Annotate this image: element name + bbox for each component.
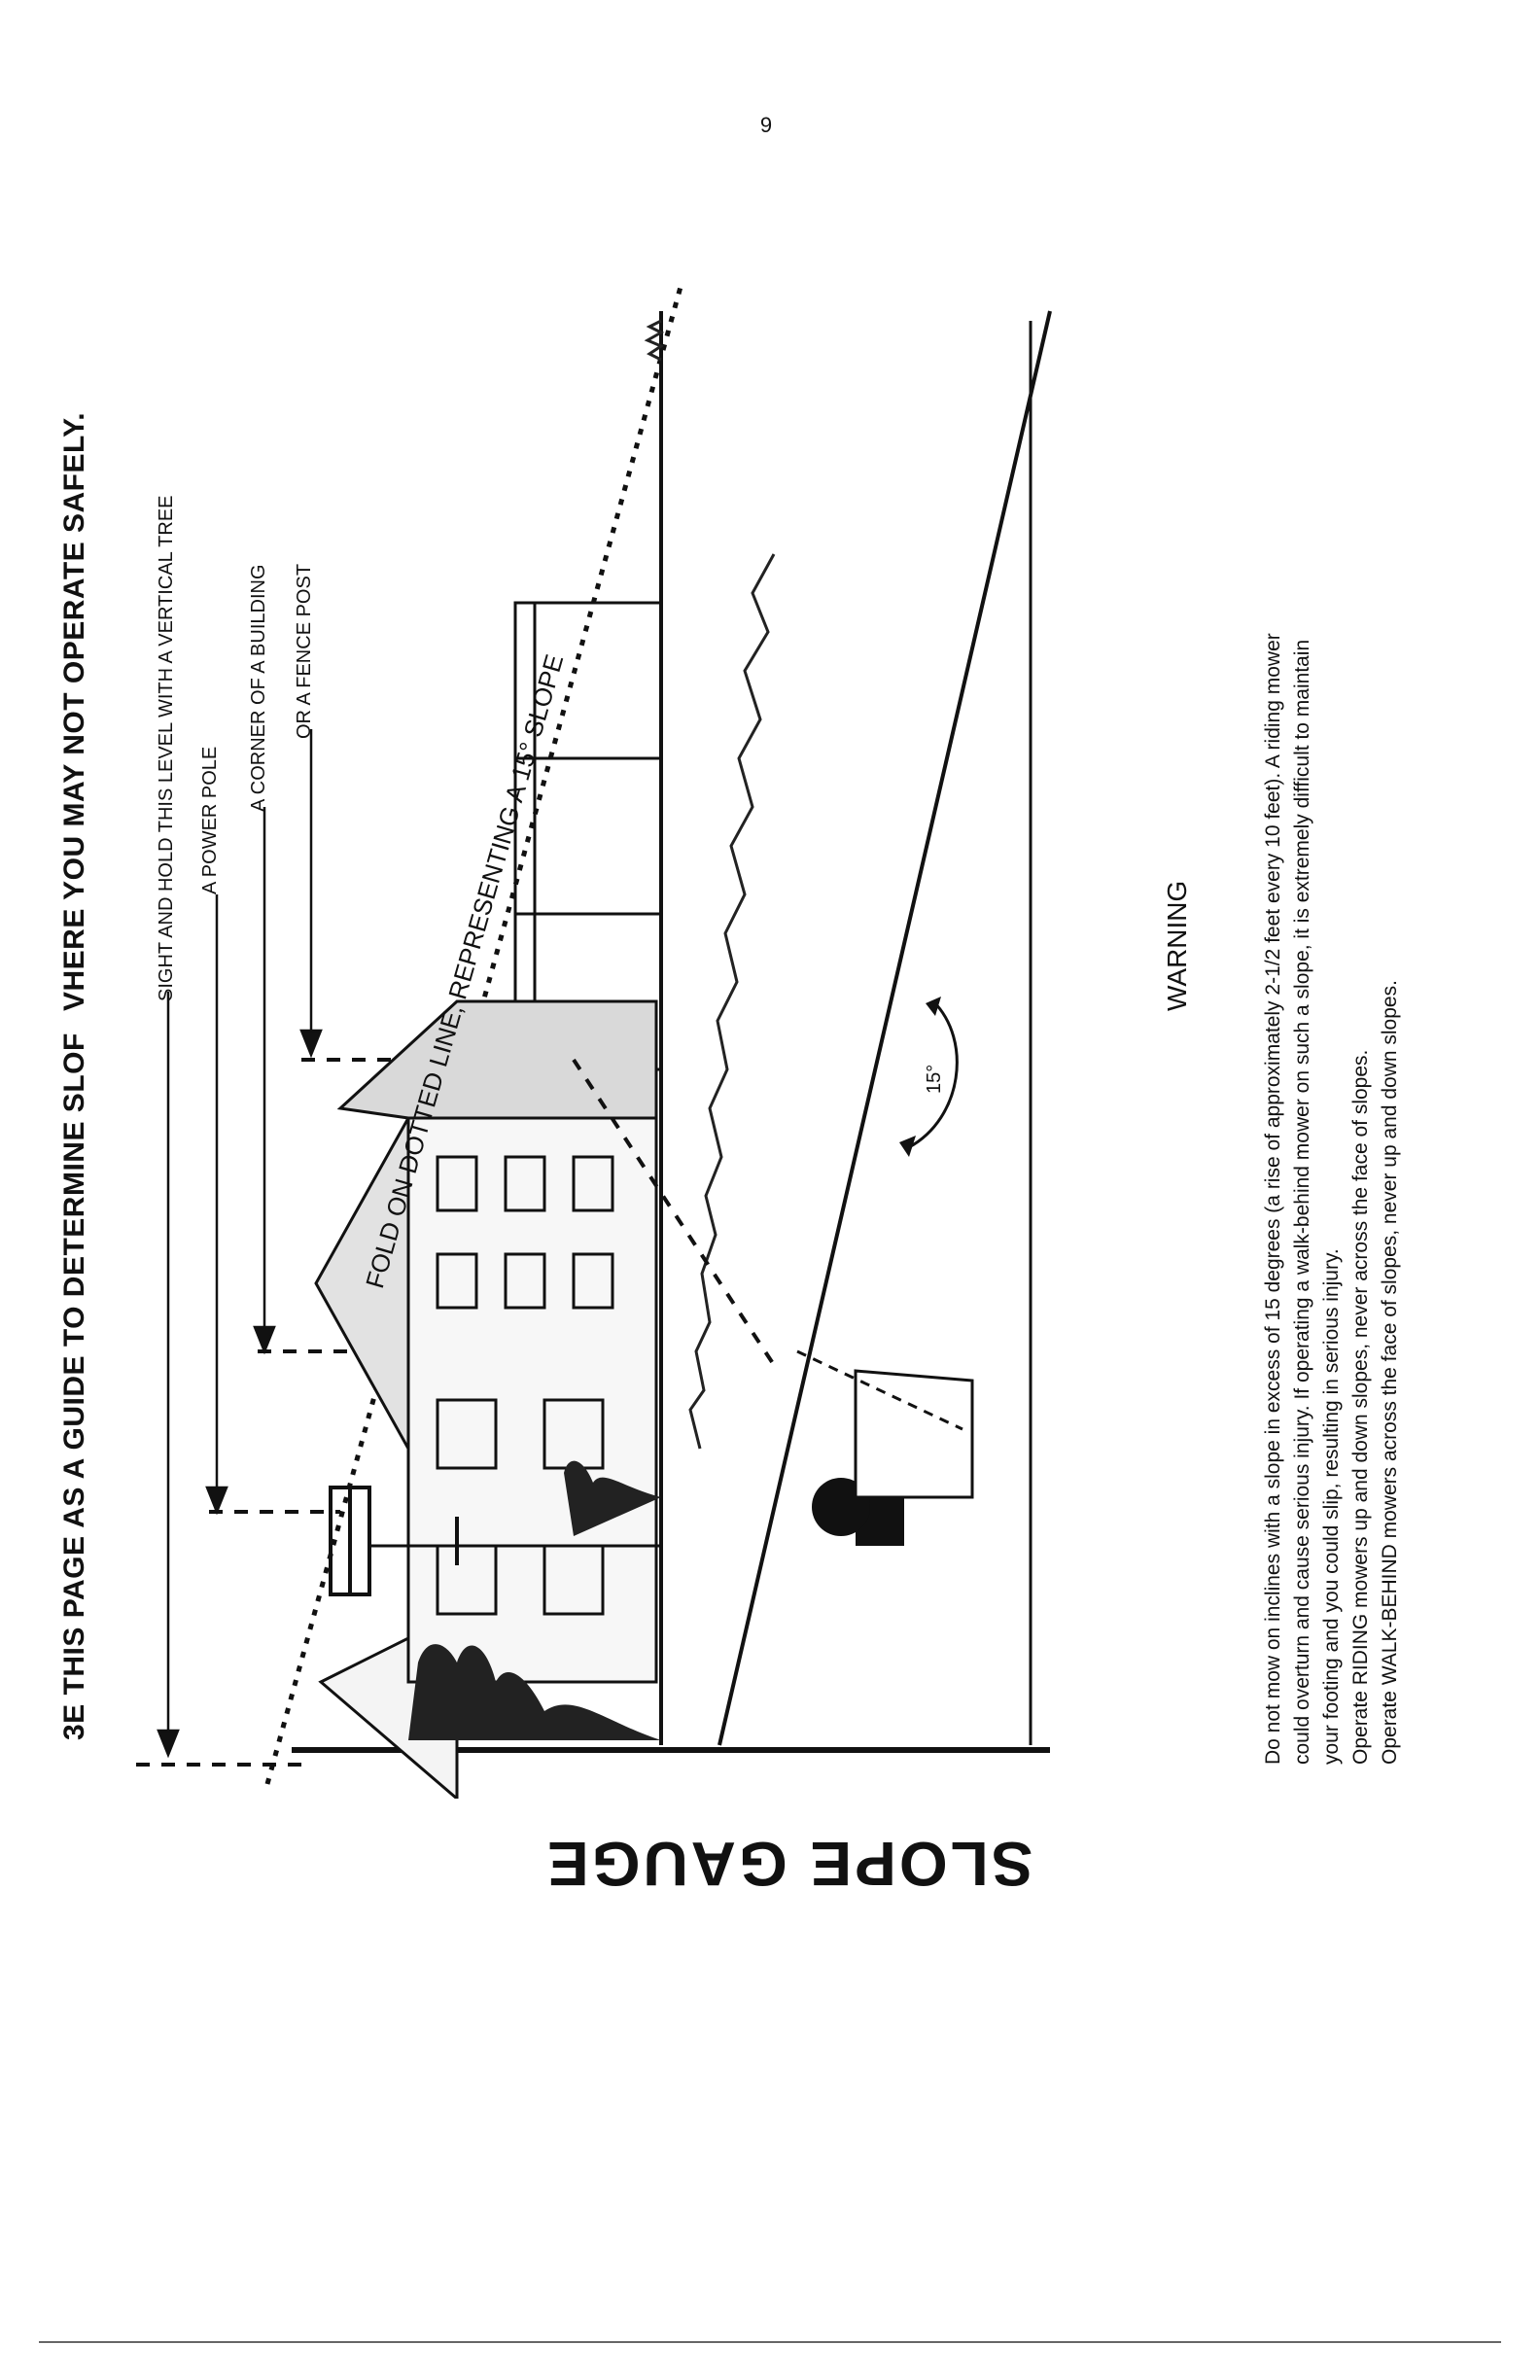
page-number: 9 <box>759 113 773 137</box>
slope-gauge-title: SLOPE GAUGE <box>544 1829 1033 1899</box>
angle-label: 15° <box>924 1064 945 1094</box>
grass-fringe <box>644 319 776 1450</box>
warning-title: WARNING <box>1162 880 1192 1011</box>
slope-illustration <box>136 286 1052 1799</box>
warning-line-4: Operate RIDING mowers up and down slopes… <box>1349 1049 1372 1765</box>
warning-body: Do not mow on inclines with a slope in e… <box>1259 633 1405 1765</box>
angle-arc <box>908 999 959 1149</box>
warning-line-1: Do not mow on inclines with a slope in e… <box>1262 633 1284 1765</box>
warning-line-5: Operate WALK-BEHIND mowers across the fa… <box>1379 980 1401 1765</box>
house <box>314 999 658 1799</box>
warning-line-2: could overturn and cause serious injury.… <box>1291 639 1313 1765</box>
bottom-rule <box>39 2341 1501 2343</box>
person-mower <box>572 1058 974 1546</box>
warning-line-3: your footing and you could slip, resulti… <box>1320 1248 1343 1765</box>
power-pole <box>329 1486 661 1596</box>
sight-arrows <box>157 729 323 1759</box>
heading-part-1: 3E THIS PAGE AS A GUIDE TO DETERMINE SLO… <box>58 1032 90 1740</box>
heading-part-2: VHERE YOU MAY NOT OPERATE SAFELY. <box>58 411 90 1011</box>
shrubs <box>408 1460 661 1740</box>
ground <box>292 310 1052 1753</box>
